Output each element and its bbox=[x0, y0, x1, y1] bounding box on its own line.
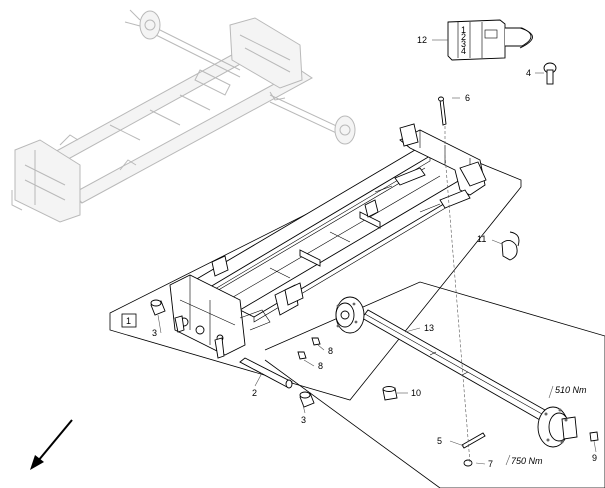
cap-part-10 bbox=[382, 386, 398, 401]
torque-lower: 750 Nm bbox=[511, 456, 543, 466]
leader-lines bbox=[157, 39, 597, 465]
callout-6: 6 bbox=[465, 93, 470, 103]
callout-8-lower: 8 bbox=[318, 361, 323, 371]
callout-12: 12 bbox=[417, 35, 427, 45]
axle-subassembly-plate bbox=[264, 281, 605, 488]
callout-10: 10 bbox=[411, 388, 421, 398]
torque-upper: 510 Nm bbox=[555, 385, 587, 395]
chassis-frame bbox=[169, 123, 487, 359]
callout-9: 9 bbox=[592, 453, 597, 463]
bushing-part-3-upper bbox=[150, 299, 166, 316]
callout-4: 4 bbox=[526, 68, 531, 78]
bolt-part-4 bbox=[543, 62, 557, 85]
callout-11: 11 bbox=[477, 234, 486, 244]
callout-2: 2 bbox=[252, 388, 257, 398]
callout-3-upper: 3 bbox=[152, 328, 157, 338]
connector-pin-label: 2 bbox=[461, 32, 466, 42]
callout-labels: 12 4 6 11 1 3 13 8 8 2 10 3 5 7 9 bbox=[126, 35, 597, 469]
arrow-down-left-icon bbox=[30, 419, 73, 470]
assembly-number-box bbox=[121, 313, 137, 328]
axle-part-13 bbox=[335, 296, 578, 448]
callout-13: 13 bbox=[424, 323, 434, 333]
pin-part-6 bbox=[438, 96, 447, 150]
nut-part-8-upper bbox=[311, 337, 321, 346]
bushing-part-3-lower bbox=[299, 391, 315, 408]
clip-part-11 bbox=[501, 231, 520, 261]
connector-pin-label: 4 bbox=[461, 46, 466, 56]
washer-part-7 bbox=[463, 459, 473, 467]
torque-labels: 510 Nm 750 Nm bbox=[505, 385, 587, 466]
callout-3-lower: 3 bbox=[301, 415, 306, 425]
tube-part-2 bbox=[239, 357, 293, 389]
connector-pin-label: 3 bbox=[461, 39, 466, 49]
split-pin-part-5 bbox=[461, 432, 486, 449]
nut-part-8-lower bbox=[297, 351, 307, 360]
connector-pin-label: 1 bbox=[461, 25, 466, 35]
callout-8-upper: 8 bbox=[328, 346, 333, 356]
callout-5: 5 bbox=[437, 436, 442, 446]
connector-part-12: 1 2 3 4 bbox=[447, 19, 533, 61]
cap-part-9 bbox=[589, 431, 599, 442]
callout-7: 7 bbox=[488, 459, 493, 469]
overview-chassis-ghost bbox=[11, 9, 356, 223]
callout-1: 1 bbox=[126, 316, 131, 326]
